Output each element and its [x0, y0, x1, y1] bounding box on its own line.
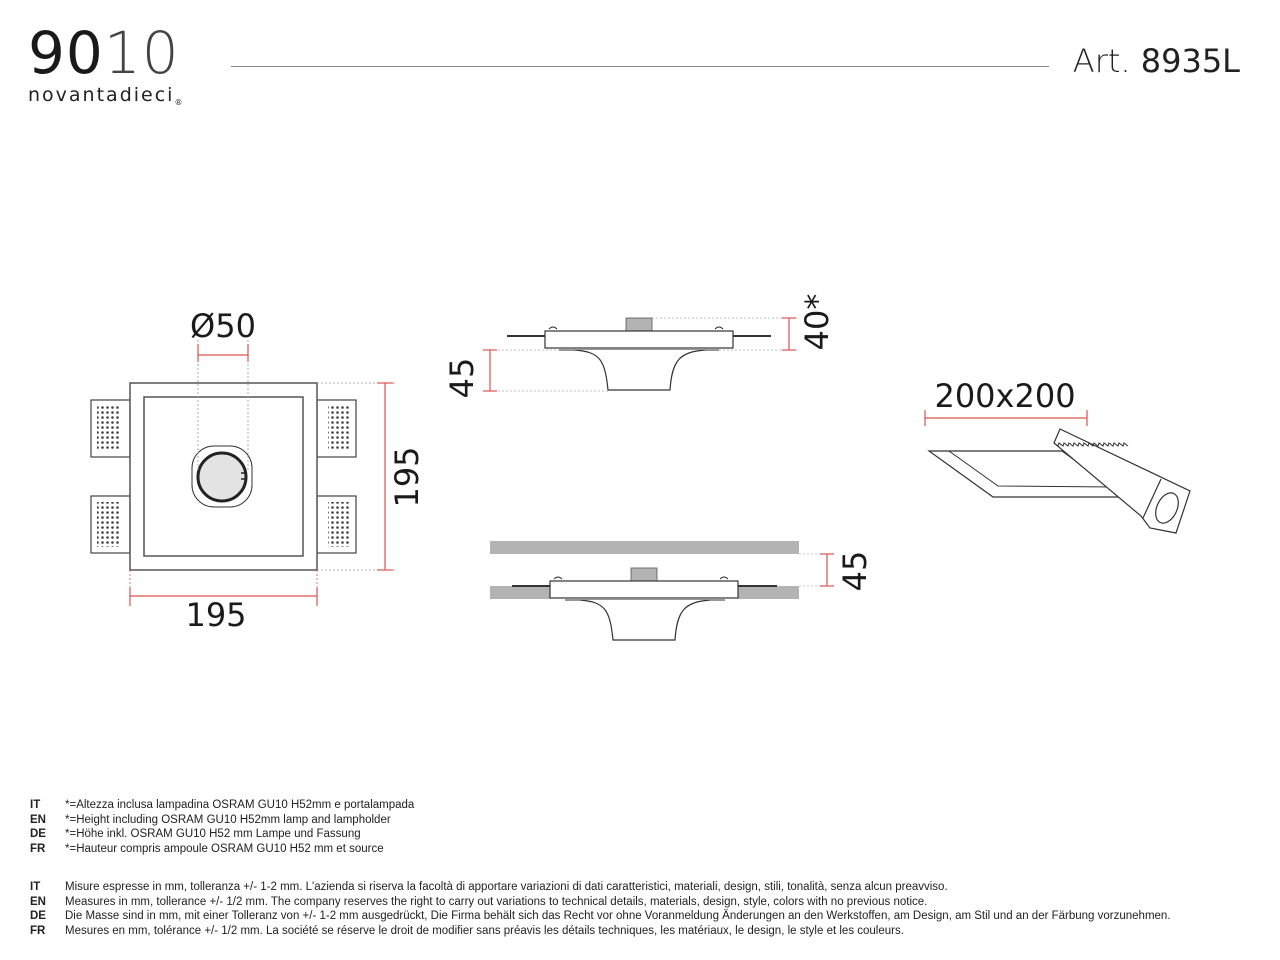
- side-view: 45 40*: [443, 294, 836, 399]
- logo-number-light: 10: [103, 19, 180, 87]
- fixture-cone: [574, 349, 706, 391]
- note-row: EN Measures in mm, tollerance +/- 1/2 mm.…: [30, 895, 1171, 910]
- note-text: *=Höhe inkl. OSRAM GU10 H52 mm Lampe und…: [65, 828, 361, 840]
- header-divider: [231, 66, 1049, 67]
- logo-wordmark: novantadieci®: [28, 84, 182, 107]
- brand-logo: 9010 novantadieci®: [28, 24, 182, 107]
- note-text: Die Masse sind in mm, mit einer Tolleran…: [65, 910, 1171, 922]
- ceiling-gap-label: 45: [836, 551, 874, 592]
- note-text: *=Altezza inclusa lampadina OSRAM GU10 H…: [65, 799, 415, 811]
- lamp-icon: [196, 451, 248, 503]
- logo-number: 9010: [28, 24, 182, 82]
- note-row: EN *=Height including OSRAM GU10 H52mm la…: [30, 813, 414, 828]
- note-row: IT Misure espresse in mm, tolleranza +/- …: [30, 880, 1171, 895]
- lamp-socket: [625, 317, 653, 332]
- width-label: 195: [185, 596, 246, 634]
- cutout-label: 200x200: [934, 377, 1075, 415]
- note-lang: EN: [30, 813, 46, 826]
- note-lang: FR: [30, 842, 46, 855]
- note-text: Mesures en mm, tolérance +/- 1/2 mm. La …: [65, 924, 904, 937]
- note-row: DE *=Höhe inkl. OSRAM GU10 H52 mm Lampe u…: [30, 827, 414, 842]
- note-row: IT *=Altezza inclusa lampadina OSRAM GU10…: [30, 798, 414, 813]
- cutout-view: 200x200: [924, 377, 1191, 534]
- note-text: Misure espresse in mm, tolleranza +/- 1-…: [65, 881, 948, 893]
- disclaimer-notes: IT Misure espresse in mm, tolleranza +/- …: [30, 880, 1171, 938]
- article-code: 8935L: [1140, 42, 1240, 80]
- fixture-body: [544, 330, 734, 349]
- note-text: *=Hauteur compris ampoule OSRAM GU10 H52…: [65, 842, 384, 855]
- perforation-icon: [328, 406, 350, 451]
- logo-number-bold: 90: [28, 19, 104, 87]
- note-lang: DE: [30, 910, 46, 922]
- note-text: Measures in mm, tollerance +/- 1/2 mm. T…: [65, 895, 928, 908]
- note-lang: DE: [30, 828, 46, 840]
- note-row: FR Mesures en mm, tolérance +/- 1/2 mm. L…: [30, 924, 1171, 939]
- perforation-icon: [97, 502, 119, 547]
- note-lang: EN: [30, 895, 46, 908]
- lamp-socket: [630, 567, 658, 582]
- logo-wordmark-text: novantadieci: [28, 84, 175, 106]
- top-view: Ø50 195 195: [90, 307, 426, 634]
- saw-icon: [1053, 428, 1191, 534]
- registered-mark: ®: [174, 98, 183, 107]
- plasterboard-left: [490, 586, 550, 599]
- plasterboard-right: [738, 586, 799, 599]
- note-lang: IT: [30, 881, 41, 893]
- fixture-cone: [579, 599, 711, 641]
- inner-frame: [143, 396, 304, 557]
- note-row: FR *=Hauteur compris ampoule OSRAM GU10 H…: [30, 842, 414, 857]
- fixture-body: [549, 580, 739, 599]
- perforation-icon: [97, 406, 119, 451]
- installed-view: 45: [490, 541, 874, 641]
- diameter-label: Ø50: [190, 307, 256, 345]
- article-label: Art.: [1072, 42, 1131, 80]
- body-height-label: 45: [443, 358, 481, 399]
- lamp-height-notes: IT *=Altezza inclusa lampadina OSRAM GU10…: [30, 798, 414, 856]
- note-lang: FR: [30, 924, 46, 937]
- height-label: 195: [388, 446, 426, 507]
- note-text: *=Height including OSRAM GU10 H52mm lamp…: [65, 813, 391, 826]
- note-row: DE Die Masse sind in mm, mit einer Toller…: [30, 909, 1171, 924]
- ceiling-slab: [490, 541, 799, 554]
- lamp-height-label: 40*: [798, 294, 836, 351]
- perforation-icon: [328, 502, 350, 547]
- note-lang: IT: [30, 799, 41, 811]
- article-number: Art. 8935L: [1073, 42, 1240, 80]
